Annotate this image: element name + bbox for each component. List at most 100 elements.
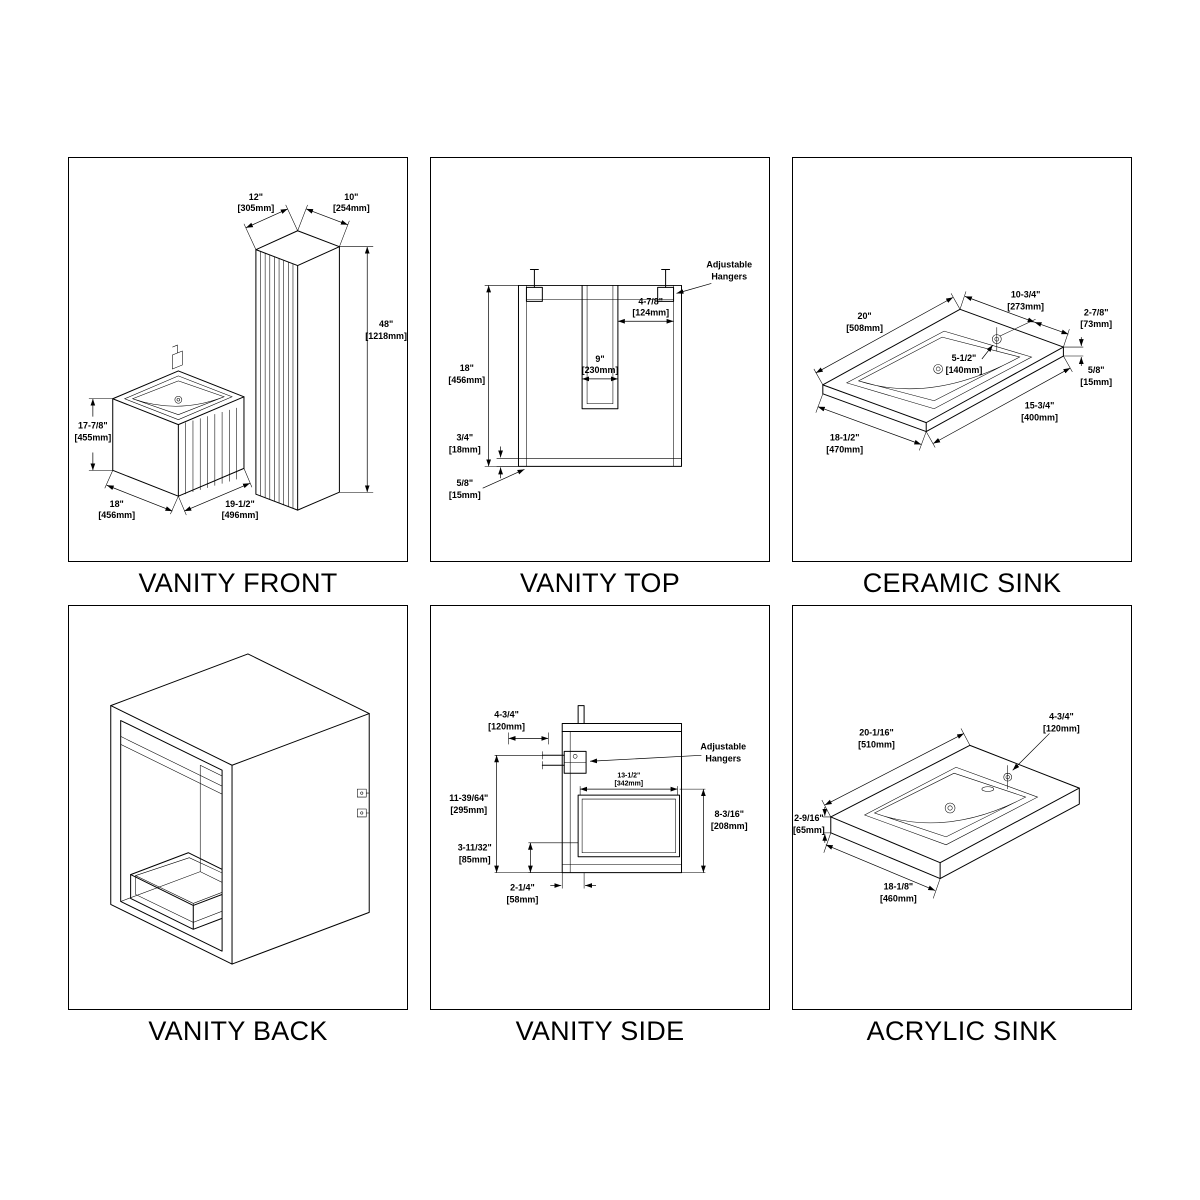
dim-text: [273mm] [1007, 301, 1044, 311]
hinge-plates [357, 788, 370, 818]
dim-text: [120mm] [488, 721, 525, 731]
vanity-back-box [68, 605, 408, 1010]
dim-text: [342mm] [615, 781, 644, 788]
dim-hanger-offset: 4-7/8" [124mm] [617, 296, 674, 324]
note-text: Adjustable [700, 741, 746, 751]
note-adjustable-hangers: Adjustable Hangers [590, 741, 746, 764]
panel-vanity-side: 13-1/2" [342mm] 8-3/16" [208mm] Adjustab… [430, 605, 770, 1053]
dim-thickness: 2-9/16" [65mm] [793, 807, 831, 843]
dim-hanger-inset: 4-3/4" [120mm] [488, 710, 549, 745]
panel-title-vanity-top: VANITY TOP [519, 568, 681, 598]
dim-text: 10" [344, 192, 358, 202]
vanity-front-box: 12" [305mm] 10" [254mm] 48" [1218mm] [68, 157, 408, 562]
dim-text: 12" [249, 192, 263, 202]
panel-vanity-top: 9" [230mm] 4-7/8" [124mm] 18" [456mm] [430, 157, 770, 605]
dim-column-height: 48" [1218mm] [339, 246, 407, 493]
dim-column-depth: 10" [254mm] [297, 192, 370, 247]
note-text: Adjustable [706, 260, 752, 270]
note-adjustable-hangers: Adjustable Hangers [676, 260, 752, 294]
dim-text: 20" [857, 311, 871, 321]
note-text: Hangers [705, 753, 741, 763]
dim-text: [305mm] [238, 203, 275, 213]
wall-cleat [577, 705, 585, 724]
center-channel [581, 284, 619, 410]
cabinet-back-view [110, 653, 370, 965]
dim-column-width: 12" [305mm] [238, 192, 298, 250]
dim-vanity-depth: 18" [456mm] [98, 470, 179, 520]
dim-text: [455mm] [74, 433, 111, 443]
note-text: Hangers [711, 271, 747, 281]
hanger-bracket [563, 750, 587, 774]
dim-drawer-width: 13-1/2" [342mm] [579, 773, 678, 796]
dim-vanity-width: 19-1/2" [496mm] [178, 468, 258, 520]
dim-channel-width: 9" [230mm] [582, 354, 618, 382]
drawer-profile [577, 794, 681, 858]
dim-text: 8-3/16" [714, 809, 744, 819]
dim-faucet-back: 10-3/4" [273mm] [959, 289, 1070, 348]
vanity-top-box: 9" [230mm] 4-7/8" [124mm] 18" [456mm] [430, 157, 770, 562]
wall-pins [529, 269, 671, 288]
dim-text: 4-3/4" [1049, 712, 1074, 722]
dim-text: 13-1/2" [617, 773, 640, 780]
dim-vanity-height: 17-7/8" [455mm] [74, 398, 113, 471]
dim-panel-thickness: 5/8" [15mm] [449, 469, 525, 500]
dim-width: 20" [508mm] [813, 293, 961, 385]
cabinet-front-elevation [517, 269, 683, 467]
dim-text: 18" [460, 363, 474, 373]
dim-text: [124mm] [632, 307, 669, 317]
dim-faucet: 4-3/4" [120mm] [1012, 712, 1080, 771]
dim-text: [400mm] [1021, 413, 1058, 423]
panel-title-vanity-front: VANITY FRONT [138, 568, 338, 598]
dim-faucet-edge: 2-7/8" [73mm] [1034, 307, 1112, 335]
dim-text: 20-1/16" [859, 727, 894, 737]
panel-vanity-front: 12" [305mm] 10" [254mm] 48" [1218mm] [68, 157, 408, 605]
ceramic-sink-box: 20" [508mm] 10-3/4" [273mm] 2-7/8" [73mm… [792, 157, 1132, 562]
dim-text: 2-7/8" [1084, 307, 1109, 317]
dim-width: 20-1/16" [510mm] [821, 727, 971, 818]
acrylic-sink-drawing: 20-1/16" [510mm] 4-3/4" [120mm] 2-9/16" … [793, 712, 1080, 904]
dim-side-height: 11-39/64" [295mm] [449, 755, 563, 873]
panel-title-acrylic-sink: ACRYLIC SINK [866, 1016, 1058, 1046]
hanger-pins [541, 754, 565, 766]
dim-drawer-height: 8-3/16" [208mm] [679, 788, 748, 873]
dim-text: 3/4" [456, 433, 473, 443]
vanity-cabinet [112, 344, 245, 497]
back-opening [120, 720, 223, 952]
dim-text: 5/8" [456, 478, 473, 488]
dim-basin-width: 15-3/4" [400mm] [925, 355, 1073, 448]
dim-text: [456mm] [98, 510, 135, 520]
ceramic-sink-drawing: 20" [508mm] 10-3/4" [273mm] 2-7/8" [73mm… [813, 289, 1112, 454]
dim-text: 4-7/8" [638, 296, 663, 306]
dim-text: 9" [595, 354, 604, 364]
dim-text: 17-7/8" [78, 421, 108, 431]
dim-bottom-thickness: 3/4" [18mm] [449, 433, 519, 479]
dim-depth: 18-1/8" [460mm] [823, 832, 941, 903]
dim-text: [254mm] [333, 203, 370, 213]
vanity-side-box: 13-1/2" [342mm] 8-3/16" [208mm] Adjustab… [430, 605, 770, 1010]
drawer-box [130, 852, 223, 930]
sink-top [830, 744, 1080, 880]
vanity-side-drawing: 13-1/2" [342mm] 8-3/16" [208mm] Adjustab… [449, 705, 748, 904]
column-fluting [260, 251, 294, 509]
panel-ceramic-sink: 20" [508mm] 10-3/4" [273mm] 2-7/8" [73mm… [792, 157, 1132, 605]
dim-text: [456mm] [448, 375, 485, 385]
dim-text: [140mm] [946, 365, 983, 375]
dim-text: [58mm] [507, 894, 539, 904]
dim-text: 18" [110, 499, 124, 509]
hanger-block-left [525, 286, 543, 302]
dim-thickness: 5/8" [15mm] [1063, 337, 1112, 387]
panel-acrylic-sink: 20-1/16" [510mm] 4-3/4" [120mm] 2-9/16" … [792, 605, 1132, 1053]
panel-title-vanity-back: VANITY BACK [148, 1016, 328, 1046]
overflow-slot [981, 786, 995, 792]
dim-text: [120mm] [1043, 723, 1080, 733]
dim-text: [295mm] [450, 805, 487, 815]
dim-text: 48" [379, 319, 393, 329]
dim-text: 4-3/4" [494, 710, 519, 720]
vanity-fluting [185, 407, 237, 495]
dim-text: [460mm] [880, 893, 917, 903]
mounting-bracket [172, 344, 183, 370]
acrylic-sink-box: 20-1/16" [510mm] 4-3/4" [120mm] 2-9/16" … [792, 605, 1132, 1010]
dim-text: [470mm] [826, 444, 863, 454]
vanity-back-drawing [110, 653, 370, 965]
